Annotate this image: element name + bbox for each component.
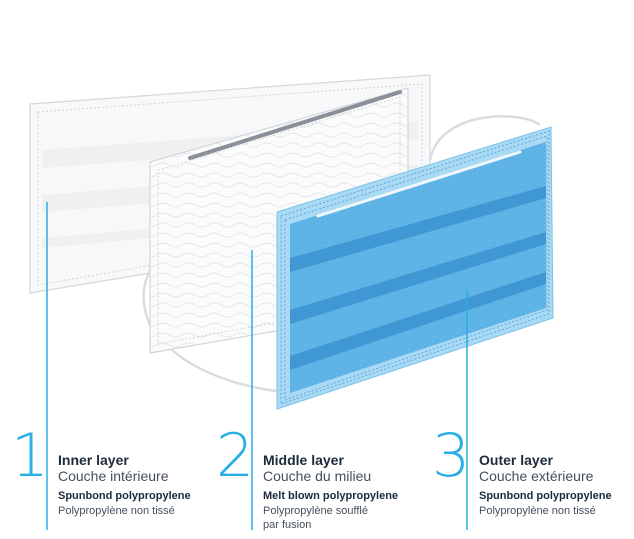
layer-number: 3: [432, 421, 471, 491]
layer-material-en: Spunbond polypropylene: [58, 490, 191, 502]
layer-material-fr: Polypropylène non tissé: [58, 505, 175, 517]
layer-name-fr: Couche extérieure: [479, 468, 594, 484]
layer-name-fr: Couche du milieu: [263, 468, 372, 484]
layer-name-en: Inner layer: [58, 452, 129, 468]
layer-material-fr: Polypropylène soufflé par fusion: [263, 505, 368, 531]
layer-number: 2: [216, 421, 255, 491]
layer-material-en: Spunbond polypropylene: [479, 490, 612, 502]
layer-name-en: Middle layer: [263, 452, 344, 468]
layer-material-fr: Polypropylène non tissé: [479, 505, 596, 517]
outer-layer-sheet: [276, 126, 554, 410]
layer-number: 1: [11, 421, 50, 491]
layer-name-fr: Couche intérieure: [58, 468, 169, 484]
layer-material-en: Melt blown polypropylene: [263, 490, 399, 502]
layer-name-en: Outer layer: [479, 452, 553, 468]
